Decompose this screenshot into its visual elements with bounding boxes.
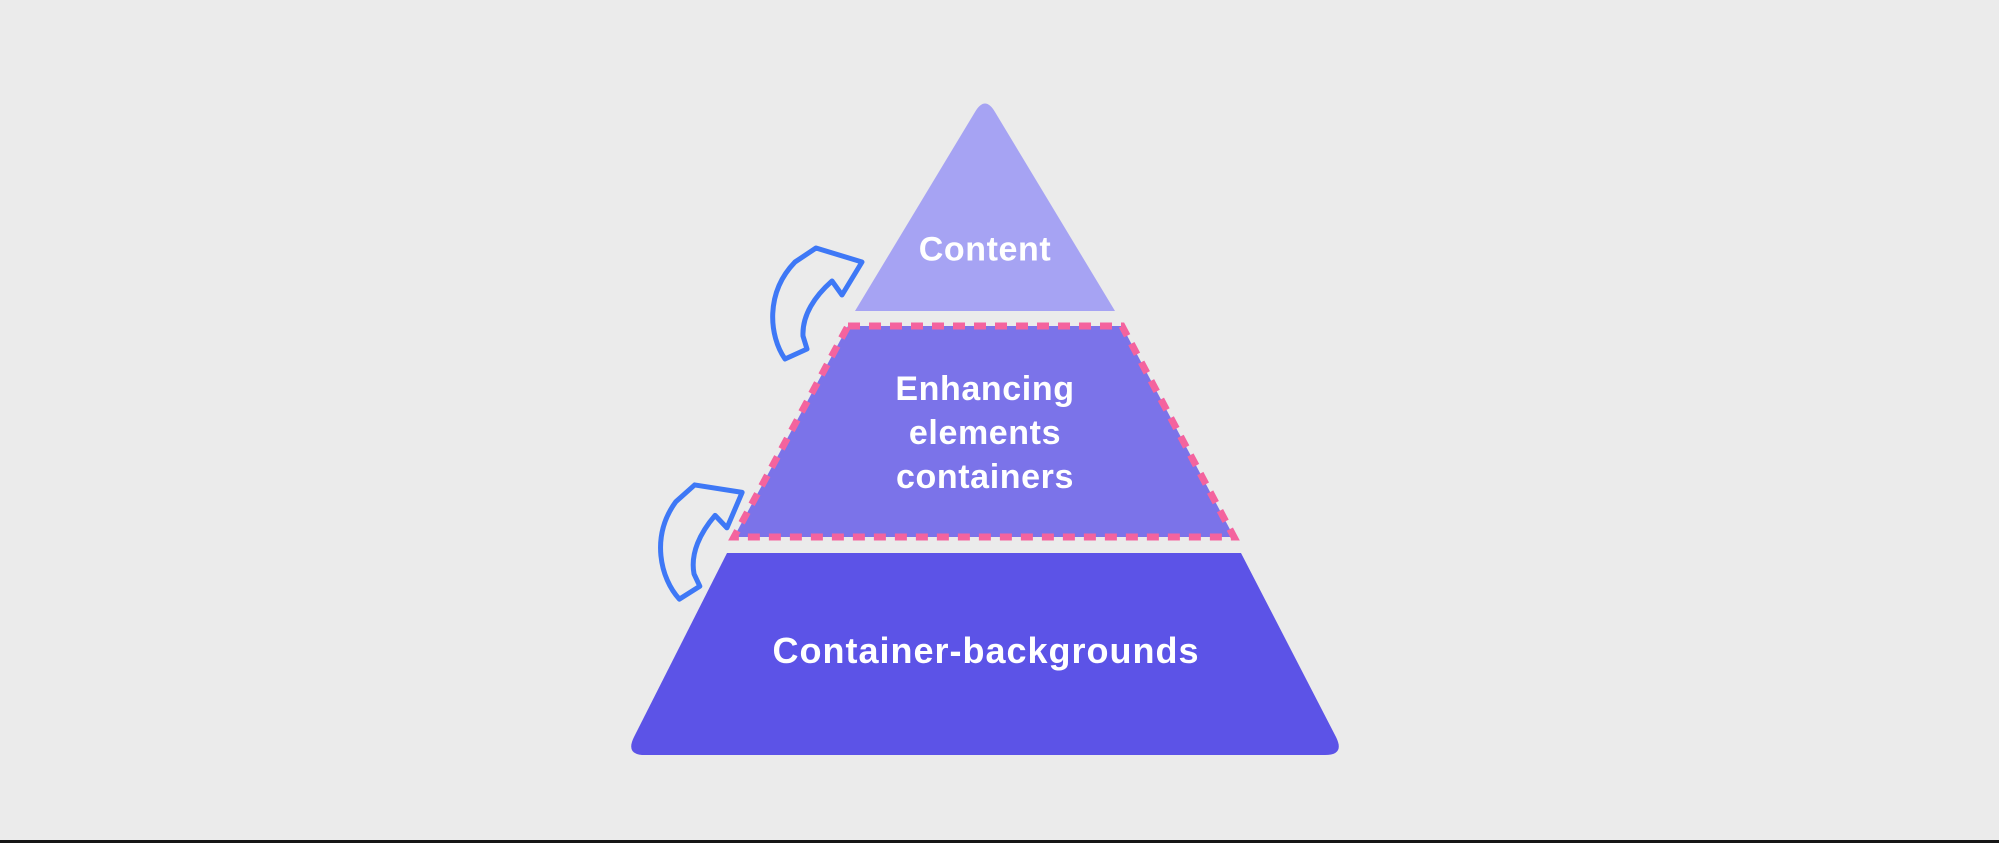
tier-label-content: Content (918, 230, 1052, 269)
tier-label-line-3: containers (896, 458, 1074, 496)
pyramid-tier-content (855, 103, 1115, 311)
screenshot-bottom-edge (0, 840, 1999, 843)
pyramid-tier-enhancing-elements (728, 322, 1240, 541)
tier-label-line-1: Enhancing (895, 370, 1075, 408)
curved-up-arrow-icon-bottom (658, 482, 745, 602)
tier-label-enhancing-elements-containers: Enhancing elements containers (895, 367, 1074, 499)
tier-label-container-backgrounds: Container-backgrounds (772, 630, 1200, 671)
pyramid-tier-container-backgrounds (631, 553, 1339, 755)
curved-up-arrow-icon-top (770, 245, 865, 362)
tier-label-line-2: elements (908, 414, 1062, 452)
